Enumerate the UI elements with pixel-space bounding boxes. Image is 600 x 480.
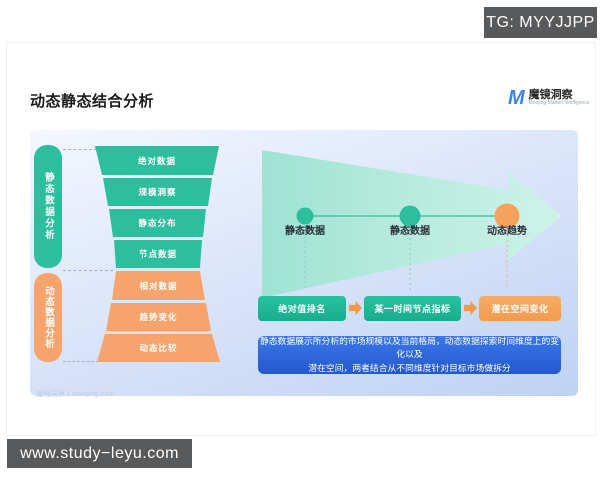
description-box: 静态数据展示所分析的市场规模以及当前格局，动态数据探索时间维度上的变化以及 潜在… <box>258 336 561 374</box>
static-analysis-group-label: 静态数据分析 <box>34 145 62 268</box>
timeline-label-2: 静态数据 <box>390 226 430 237</box>
process-step-absolute-ranking: 绝对值排名 <box>258 296 346 321</box>
funnel-band-dynamic-compare: 动态比较 <box>97 334 220 362</box>
slide-footer-watermark: 魔镜洞察 | moojing.com <box>36 391 115 398</box>
dashed-guide-top <box>63 149 97 150</box>
dynamic-analysis-group-label: 动态数据分析 <box>34 273 62 362</box>
dashed-guide-middle <box>63 270 113 271</box>
description-line-2: 潜在空间，两者结合从不同维度针对目标市场做拆分 <box>308 362 511 373</box>
page-title: 动态静态结合分析 <box>30 93 155 110</box>
timeline-dot-static-2 <box>399 205 421 227</box>
funnel-band-absolute-data: 绝对数据 <box>95 146 219 175</box>
funnel-band-relative-data: 相对数据 <box>112 271 205 300</box>
timeline-label-1: 静态数据 <box>285 226 325 237</box>
timeline-label-3: 动态趋势 <box>487 226 527 237</box>
timeline-dot-static-1 <box>296 207 314 225</box>
tg-contact-badge[interactable]: TG: MYYJJPP <box>484 7 597 38</box>
brand-m-icon: M <box>508 87 525 109</box>
description-line-1: 静态数据展示所分析的市场规模以及当前格局，动态数据探索时间维度上的变化以及 <box>259 336 560 360</box>
timeline-arrow-graphic <box>262 150 562 298</box>
brand-subtitle: Moojing Market Intelligence <box>528 100 590 107</box>
funnel-band-scale-insight: 规模洞察 <box>103 178 212 206</box>
process-step-space-change: 潜在空间变化 <box>479 296 561 321</box>
brand-logo: M 魔镜洞察 Moojing Market Intelligence <box>508 88 590 108</box>
funnel-band-static-distribution: 静态分布 <box>109 209 206 237</box>
website-url-badge[interactable]: www.study−leyu.com <box>7 439 192 468</box>
process-step-time-node-metric: 某一时间节点指标 <box>364 296 461 321</box>
funnel-band-trend-change: 趋势变化 <box>106 303 211 331</box>
funnel-band-node-data: 节点数据 <box>114 240 202 268</box>
timeline-dot-dynamic <box>494 203 520 229</box>
dashed-guide-bottom <box>63 361 99 362</box>
brand-name: 魔镜洞察 <box>528 89 573 102</box>
